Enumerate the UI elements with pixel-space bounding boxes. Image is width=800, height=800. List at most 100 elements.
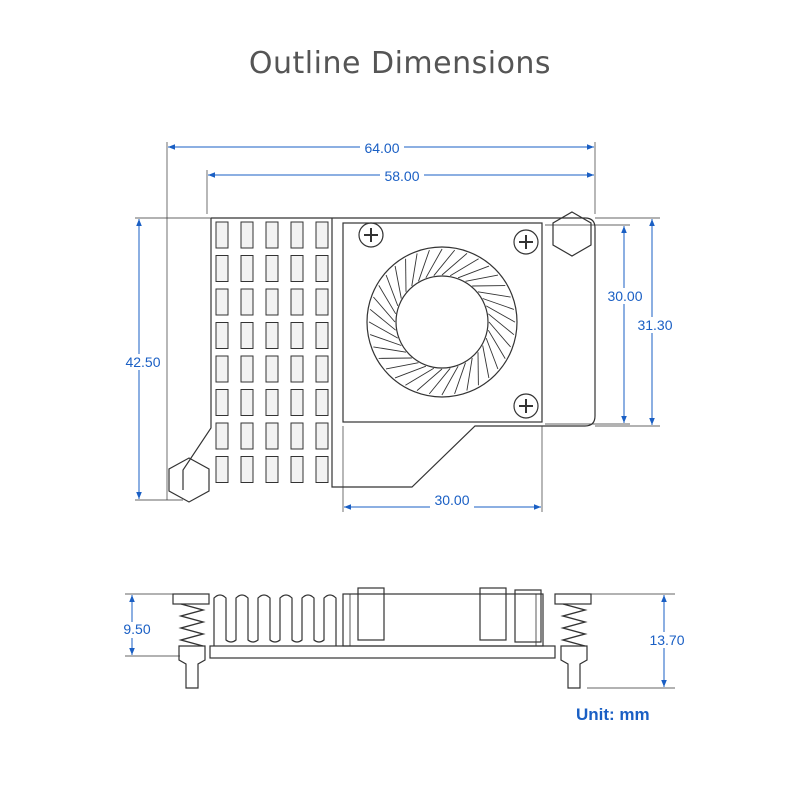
fan-blade (411, 253, 418, 287)
dim-overall-width: 64.00 (364, 140, 399, 156)
fin-slot (265, 255, 279, 282)
fin-slot (215, 221, 229, 249)
fan-blade (394, 365, 427, 379)
fin-slot (240, 456, 254, 483)
fin-slot (315, 389, 329, 416)
hex-standoff-bottom-left (168, 457, 210, 503)
fin-slot (290, 422, 304, 450)
fan-blade (373, 296, 396, 323)
side-dimension-arrows (129, 595, 667, 687)
screw-top-right (513, 229, 539, 255)
fin-slot (315, 355, 329, 383)
fan-side-body (342, 593, 544, 647)
fin-slot (290, 355, 304, 383)
top-view (168, 211, 596, 503)
spring-right (554, 593, 592, 689)
heatsink-body-outline (211, 217, 596, 488)
dim-fan-width: 30.00 (434, 492, 469, 508)
fan-blade (405, 367, 435, 386)
fan-blade (485, 305, 516, 323)
fan-rotor-outer (366, 246, 518, 398)
fin-slot (215, 322, 229, 349)
dim-fan-height: 30.00 (607, 288, 642, 304)
fan-blade (488, 313, 515, 336)
fan-housing (342, 222, 543, 423)
hex-standoff-top-right (552, 211, 592, 257)
fan-blade (482, 298, 515, 310)
fan-blade (378, 285, 397, 315)
fin-slot (240, 389, 254, 416)
fan-blade (428, 368, 451, 395)
fan-blade (369, 308, 396, 331)
fin-slot (265, 322, 279, 349)
fin-slot (240, 322, 254, 349)
fan-blade (425, 248, 443, 279)
fan-blade (418, 249, 430, 282)
fin-slot (215, 389, 229, 416)
fin-slot (315, 456, 329, 483)
fan-blades (368, 248, 516, 396)
fan-blade (385, 274, 399, 307)
screw-top-left (358, 222, 384, 248)
fin-slot (290, 456, 304, 483)
fin-slot (265, 456, 279, 483)
fin-slot (290, 255, 304, 282)
fin-slot (240, 355, 254, 383)
extension-lines (135, 142, 660, 512)
fan-blade (466, 357, 473, 391)
fin-slot (240, 422, 254, 450)
dim-body-height: 31.30 (637, 317, 672, 333)
dim-spring-height: 9.50 (123, 621, 150, 637)
unit-label: Unit: mm (576, 705, 650, 724)
fin-slot (290, 322, 304, 349)
fin-slot (315, 255, 329, 282)
fan-blade (482, 345, 490, 379)
fan-blade (487, 329, 506, 359)
dim-overall-height: 42.50 (125, 354, 160, 370)
fin-slot (290, 389, 304, 416)
fin-slot (290, 288, 304, 316)
spring-left (172, 593, 210, 689)
heatsink-fin-grid (215, 221, 329, 483)
fan-blade (433, 249, 456, 276)
fin-slot (240, 288, 254, 316)
fan-blade (488, 321, 511, 348)
fan-blade (457, 265, 490, 279)
dim-inner-width: 58.00 (384, 168, 419, 184)
fan-blade (385, 362, 419, 370)
fin-slot (215, 355, 229, 383)
fin-slot (290, 221, 304, 249)
fan-blade (441, 253, 468, 276)
fan-blade (394, 265, 402, 299)
fin-slot (240, 221, 254, 249)
fan-blade (454, 362, 466, 395)
side-view (172, 587, 592, 689)
fin-slot (265, 288, 279, 316)
fin-slot (215, 255, 229, 282)
fin-slot (315, 221, 329, 249)
side-dimension-labels: 9.50 13.70 (118, 621, 690, 648)
fan-blade (416, 368, 443, 391)
fan-blade (485, 337, 499, 370)
fan-blade (368, 321, 399, 339)
fin-slot (265, 221, 279, 249)
side-fins (213, 594, 337, 646)
fin-slot (240, 255, 254, 282)
side-extension-lines (125, 593, 675, 689)
fin-slot (315, 422, 329, 450)
fin-slot (215, 422, 229, 450)
fin-slot (315, 322, 329, 349)
page-title: Outline Dimensions (248, 46, 552, 81)
fan-hub (395, 275, 489, 369)
fan-blade (465, 274, 499, 282)
fan-blade (369, 334, 402, 346)
fin-slot (215, 288, 229, 316)
fin-slot (215, 456, 229, 483)
fin-slot (265, 389, 279, 416)
fan-blade (441, 365, 459, 396)
fin-slot (265, 422, 279, 450)
fan-blade (373, 346, 407, 353)
fan-blade (477, 291, 511, 298)
fin-slot (265, 355, 279, 383)
